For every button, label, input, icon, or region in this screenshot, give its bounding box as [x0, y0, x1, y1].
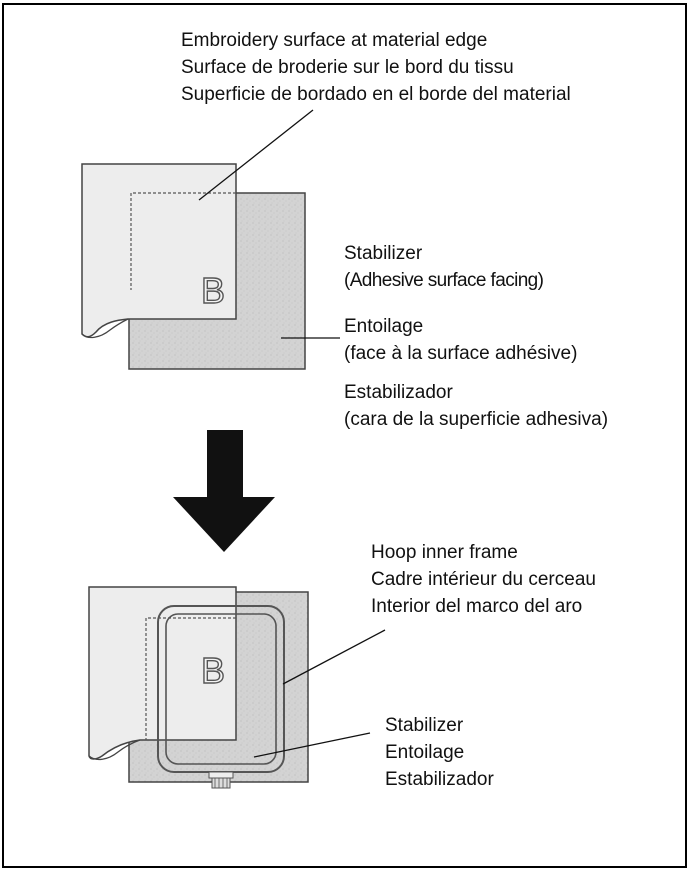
- label-stabilizer-fr: Entoilage: [344, 316, 424, 337]
- letter-b-mark: B: [201, 270, 225, 311]
- label-embroidery-surface: Embroidery surface at material edge Surf…: [181, 27, 571, 108]
- label-hoop-inner-frame-es: Interior del marco del aro: [371, 596, 583, 617]
- label-stabilizer-en-note: (Adhesive surface facing): [344, 270, 544, 291]
- label-stabilizer-fr-block: Entoilage (face à la surface adhésive): [344, 313, 577, 367]
- fabric-curl: [81, 318, 129, 339]
- leader-stabilizer-bottom: [253, 732, 371, 758]
- embroidery-area-outline: [130, 192, 236, 290]
- label-stabilizer-es-note: (cara de la superficie adhesiva): [344, 409, 609, 430]
- bottom-illustration: B: [88, 586, 386, 789]
- label-stabilizer-hooped: Stabilizer Entoilage Estabilizador: [385, 712, 494, 793]
- label-stabilizer-es: Estabilizador: [344, 382, 453, 403]
- label-stabilizer-es-block: Estabilizador (cara de la superficie adh…: [344, 379, 608, 433]
- label-hoop-inner-frame: Hoop inner frame Cadre intérieur du cerc…: [371, 539, 596, 620]
- label-stabilizer-hooped-fr: Entoilage: [385, 742, 465, 763]
- hoop-screw: [208, 771, 234, 789]
- down-arrow: [173, 430, 275, 552]
- label-stabilizer-fr-note: (face à la surface adhésive): [344, 343, 578, 364]
- leader-hoop-inner-frame: [282, 629, 386, 685]
- label-embroidery-surface-fr: Surface de broderie sur le bord du tissu: [181, 57, 514, 78]
- embroidery-area-outline-hooped: [145, 617, 236, 740]
- fabric-curl-hooped: [88, 739, 141, 761]
- label-stabilizer-en: Stabilizer: [344, 243, 423, 264]
- label-stabilizer-hooped-en: Stabilizer: [385, 715, 464, 736]
- label-embroidery-surface-en: Embroidery surface at material edge: [181, 30, 488, 51]
- label-stabilizer-hooped-es: Estabilizador: [385, 769, 494, 790]
- label-embroidery-surface-es: Superficie de bordado en el borde del ma…: [181, 84, 571, 105]
- label-hoop-inner-frame-en: Hoop inner frame: [371, 542, 518, 563]
- label-stabilizer-en-block: Stabilizer (Adhesive surface facing): [344, 240, 544, 294]
- label-hoop-inner-frame-fr: Cadre intérieur du cerceau: [371, 569, 596, 590]
- hoop-inner-frame: [165, 613, 277, 765]
- top-illustration: B: [81, 109, 340, 370]
- leader-embroidery-surface: [198, 109, 314, 201]
- letter-b-mark-hooped: B: [201, 650, 225, 691]
